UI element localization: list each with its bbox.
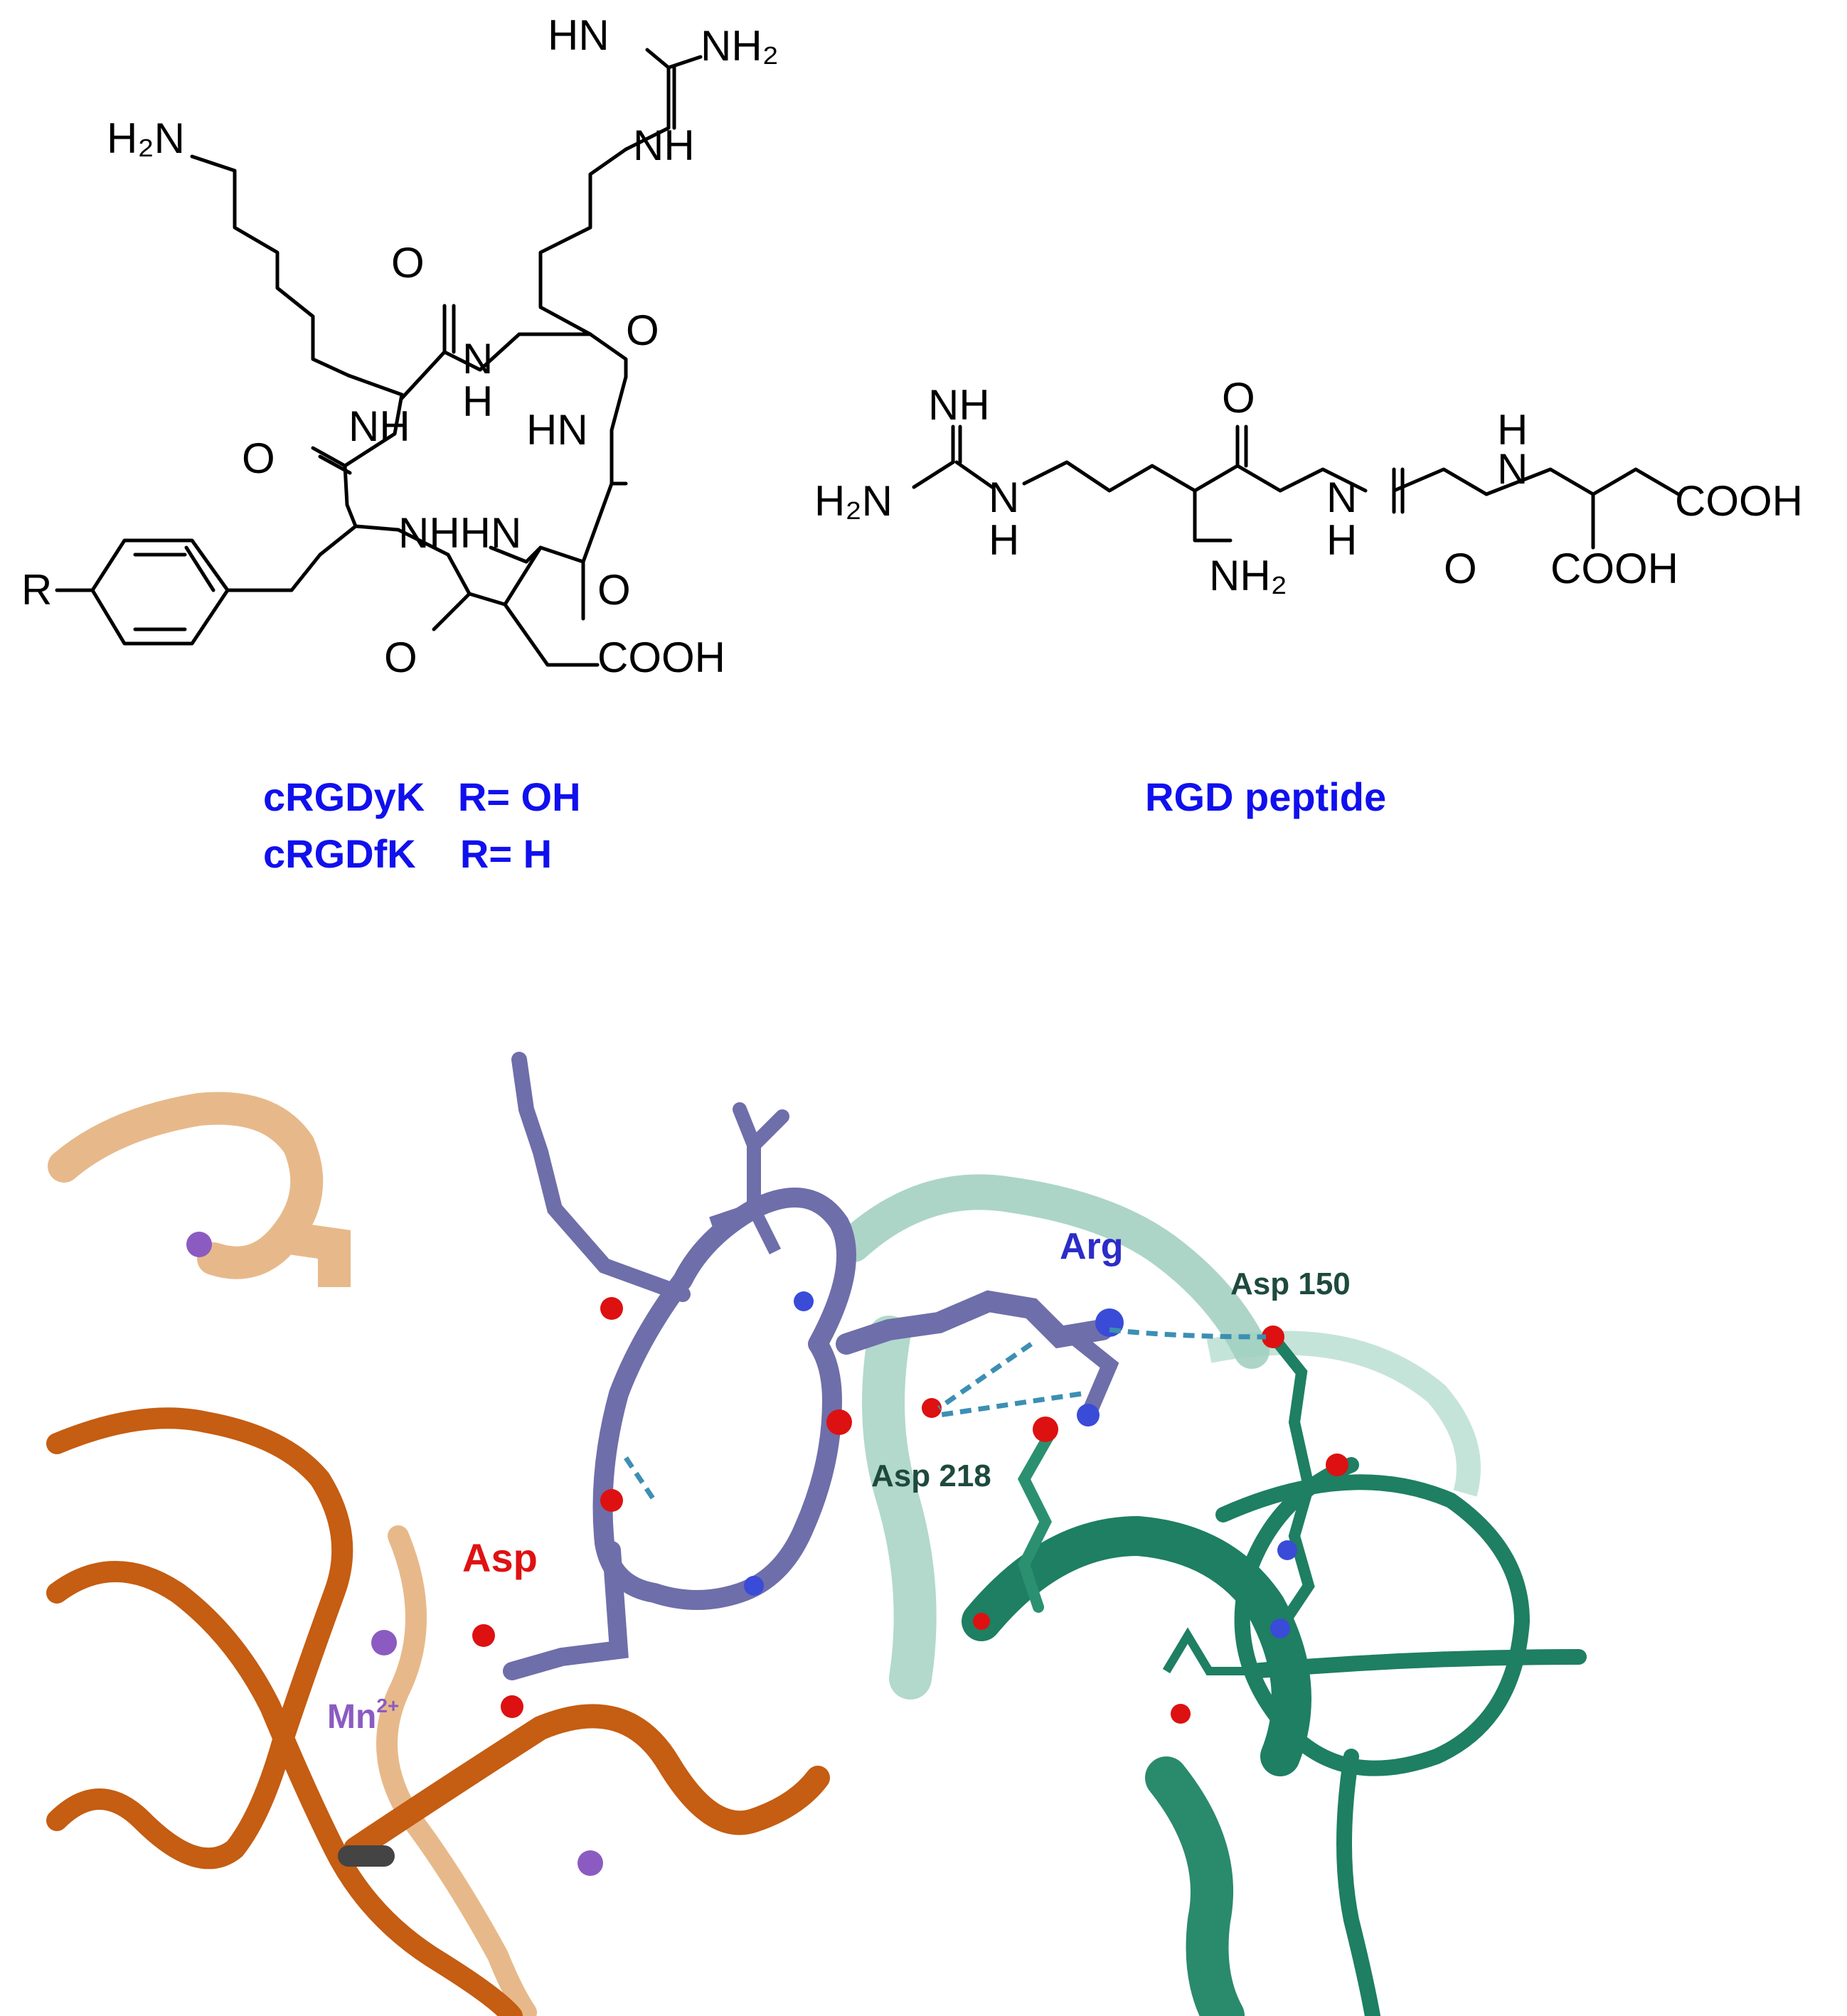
mn-label: Mn2+ [327, 1695, 399, 1736]
asp218-label: Asp 218 [871, 1458, 991, 1493]
asp150-sidechain [1267, 1331, 1315, 1634]
mn-ion-upper [186, 1232, 212, 1257]
binding-model: Arg Asp 150 Asp 218 Asp Mn2+ [46, 1052, 1587, 2016]
hbond-arg-asp218-a [937, 1342, 1033, 1410]
cyclic-peptide-structure: H₂N HN NH₂ NH O O N H NH HN O NHHN O O C… [21, 11, 779, 681]
left-carbonyl-o-label: O [242, 434, 275, 482]
nh-top-label: NH [928, 381, 990, 429]
n2-label: N [1326, 474, 1357, 521]
green-sheet-faded [862, 1316, 937, 1700]
caption-crgdfk: cRGDfK R= H [263, 831, 552, 876]
top-carbonyl-o-label: O [391, 239, 425, 287]
green-sheet-bottom [1145, 1756, 1245, 2016]
amide-h-label: H [462, 378, 493, 425]
h1-label: H [989, 516, 1019, 564]
bottom-right-o-label: O [597, 566, 631, 614]
nhhn-label: NHHN [398, 509, 521, 557]
orange-ribbon-right [344, 1704, 830, 1861]
cooh2-label: COOH [1550, 545, 1678, 592]
green-loop-right [1215, 1457, 1531, 1776]
h2n-label: H₂N [814, 477, 893, 525]
asp150-label: Asp 150 [1230, 1266, 1351, 1301]
asp-sidechain [503, 1541, 629, 1680]
aspartate-cooh-label: COOH [597, 634, 725, 681]
asp-label: Asp [462, 1535, 538, 1580]
oxygen-atoms [472, 1297, 1348, 1724]
h2-label: H [1326, 516, 1357, 564]
green-strand-right [1244, 1649, 1587, 1679]
right-hn-label: HN [526, 406, 588, 454]
arg-guanidinium [1066, 1329, 1119, 1423]
guanidine-hn-label: HN [548, 11, 610, 59]
orange-ribbon-middle [46, 1561, 523, 2016]
guanidine-nh2-label: NH₂ [701, 22, 779, 70]
green-sticks-lower [1162, 1627, 1252, 1675]
hbond-arg-asp150 [1109, 1327, 1267, 1340]
hbond-intramolecular [624, 1456, 656, 1502]
o1-label: O [1222, 374, 1255, 422]
r-group-label: R [21, 566, 52, 614]
arg-sidechain [836, 1290, 1113, 1355]
aromatic-sidechain [1017, 1424, 1058, 1613]
hbond-arg-asp218-b [938, 1391, 1082, 1418]
green-ribbon-faded-top [836, 1174, 1270, 1369]
bottom-o-label: O [384, 634, 417, 681]
orange-ribbon-left [46, 1407, 353, 1870]
arg-label: Arg [1060, 1226, 1124, 1267]
tan-ribbon-upper [48, 1092, 324, 1279]
peptide-crossbonds [709, 1200, 782, 1255]
right-carbonyl-o-label: O [626, 306, 659, 354]
amide-n-label: N [462, 335, 493, 383]
phenyl-sidechain [511, 1052, 691, 1302]
n1-label: N [989, 474, 1019, 521]
green-helix-front [962, 1515, 1311, 1776]
cooh1-label: COOH [1675, 477, 1803, 525]
h2n-lysine-label: H₂N [107, 114, 185, 162]
caption-crgdyk: cRGDyK R= OH [263, 774, 581, 819]
linear-rgd-structure: NH H₂N N H O NH₂ N H O H N COOH COOH [814, 374, 1803, 599]
mn-charge: 2+ [376, 1695, 399, 1717]
mn-ion-middle [371, 1630, 397, 1655]
n3-label: N [1497, 445, 1528, 493]
tan-ribbon-sheet [282, 1221, 351, 1287]
green-strand-down [1336, 1749, 1380, 2016]
lys-sidechain [733, 1102, 789, 1216]
caption-rgd-peptide: RGD peptide [1145, 774, 1386, 819]
guanidine-nh-label: NH [633, 122, 695, 169]
o2-label: O [1444, 545, 1477, 592]
h3-label: H [1497, 406, 1528, 454]
left-nh-label: NH [348, 402, 410, 450]
amine-nh2-label: NH₂ [1209, 552, 1287, 599]
peptide-cycle [592, 1188, 856, 1610]
mn-ion-lower [577, 1850, 603, 1876]
mn-symbol: Mn [327, 1698, 376, 1736]
